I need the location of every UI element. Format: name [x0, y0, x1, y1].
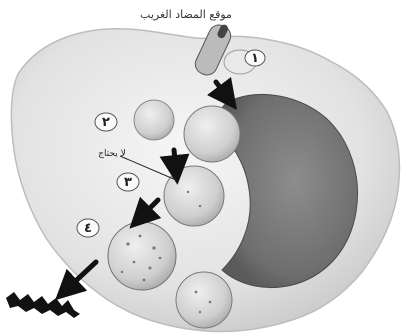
vesicle-small: [134, 100, 174, 140]
step-number-4: ٤: [84, 221, 92, 236]
step-marker-4: ٤: [77, 219, 99, 237]
step-marker-1: ١: [245, 50, 265, 66]
step-number-2: ٢: [102, 115, 110, 130]
side-annotation-label: لا يحتاج: [98, 149, 126, 159]
expelled-debris: [6, 292, 80, 318]
arrow-step-2: [174, 150, 176, 170]
vesicle-lysosome-1: [184, 106, 240, 162]
vesicle-digesting: [108, 222, 176, 290]
vesicle-lysosome-2: [164, 166, 224, 226]
vesicle-bottom: [176, 272, 232, 328]
foreign-antigen-site-label: موقع المضاد الغريب: [140, 8, 232, 21]
step-number-1: ١: [251, 51, 259, 66]
step-marker-2: ٢: [95, 113, 117, 131]
step-number-3: ٣: [124, 175, 132, 190]
step-marker-3: ٣: [117, 173, 139, 191]
